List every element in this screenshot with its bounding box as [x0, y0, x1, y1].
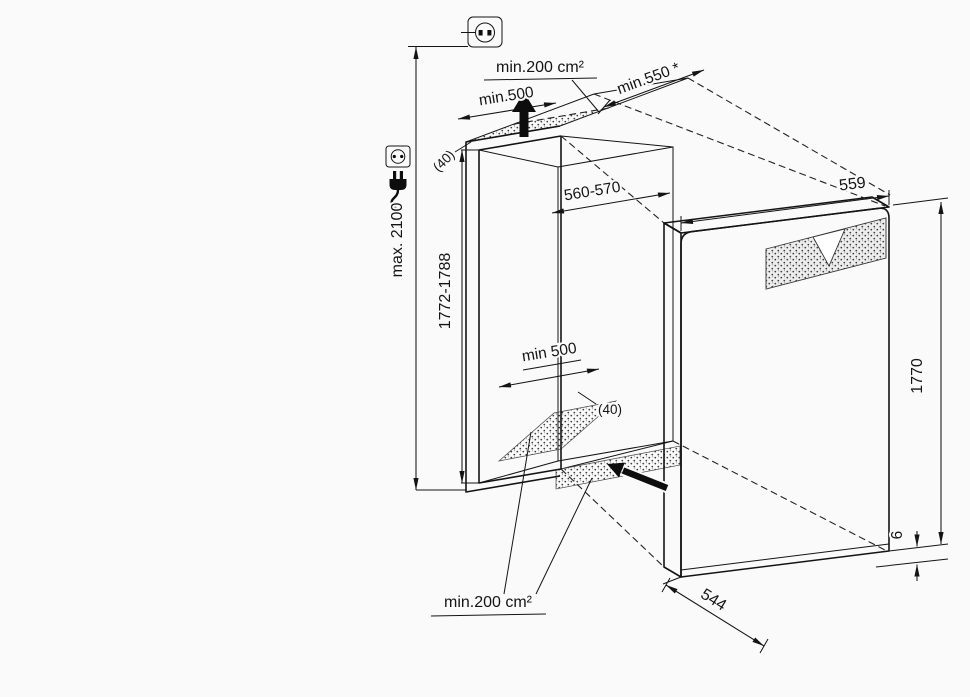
niche-outline — [465, 125, 561, 493]
power-plug-icon — [385, 145, 411, 215]
plug-outlet-hole-left — [392, 154, 396, 159]
dim-base-vent-width-line — [498, 368, 600, 388]
dim-appl-depth-line — [665, 584, 765, 647]
niche — [465, 77, 689, 493]
plug-outlet-hole-right — [400, 154, 404, 159]
bottom-vent-area-leader-1 — [503, 431, 532, 595]
bottom-vent-area-underline — [430, 613, 547, 617]
appliance-width-label: 559 — [838, 174, 867, 194]
projection-dashed-bottom-left — [560, 468, 665, 568]
plug-body — [389, 179, 407, 190]
socket-max-height-label: max. 2100 — [389, 203, 406, 278]
plug-pin-left — [393, 171, 397, 179]
bottom-vent-area-leader-2 — [535, 477, 593, 595]
socket-pin-right — [487, 30, 492, 36]
dim-niche-depth-line — [603, 69, 705, 108]
base-clearance-label: (40) — [598, 402, 622, 417]
plug-outlet-circle — [390, 149, 406, 164]
socket-pin-left — [478, 30, 483, 36]
top-vent-area-underline — [483, 77, 598, 81]
appliance-height-label: 1770 — [909, 358, 926, 394]
dim-appl-height-ext — [892, 197, 949, 206]
appliance-depth-label: 544 — [698, 586, 730, 615]
niche-inner-frame — [478, 135, 562, 484]
appliance — [663, 196, 949, 578]
top-vent-hatch — [466, 108, 609, 142]
base-line-top — [888, 543, 949, 552]
dimensions — [408, 46, 949, 654]
plug-outlet-box — [385, 145, 411, 168]
niche-height-label: 1772-1788 — [437, 253, 454, 330]
projection-dashed-bottom-right — [672, 440, 886, 551]
socket-circle — [475, 22, 495, 43]
grille-notch — [812, 228, 846, 268]
projection-dashed-top-right — [687, 77, 891, 196]
plug-cord — [390, 189, 400, 215]
base-vent-underline — [522, 359, 582, 371]
bottom-vent-area-label: min.200 cm² — [444, 594, 533, 611]
niche-ceiling-edges — [478, 135, 674, 168]
base-gap-label: 6 — [889, 531, 906, 540]
base-clearance-leader — [577, 391, 597, 405]
top-clearance-label: (40) — [430, 147, 458, 175]
top-vent-hatch-back-edge — [514, 107, 610, 125]
base-line-floor — [875, 558, 949, 568]
projection-dashed-top-mid — [593, 93, 886, 207]
top-vent-area-leader — [571, 79, 600, 113]
airflow-in-arrow — [607, 462, 669, 493]
base-vent-width-label: min 500 — [521, 340, 578, 365]
top-clearance-leader — [454, 141, 472, 153]
door-bottom-line — [680, 543, 890, 571]
plug-pin-right — [399, 171, 403, 179]
dim-top-vent-width-line — [457, 102, 557, 120]
socket-datum-cross — [461, 25, 475, 40]
top-vent-area-label: min.200 cm² — [496, 59, 585, 76]
niche-depth-label: min.550 * — [615, 60, 682, 98]
dim-niche-width-line — [551, 192, 671, 214]
niche-floor-edges — [478, 440, 674, 484]
dim-appl-width-line — [680, 194, 890, 225]
airflow-up-arrow — [512, 92, 536, 137]
niche-width-label: 560-570 — [563, 179, 622, 205]
projection-lines — [560, 77, 891, 568]
dim-niche-height-ext — [461, 149, 479, 484]
socket-symbol-icon — [461, 16, 503, 48]
